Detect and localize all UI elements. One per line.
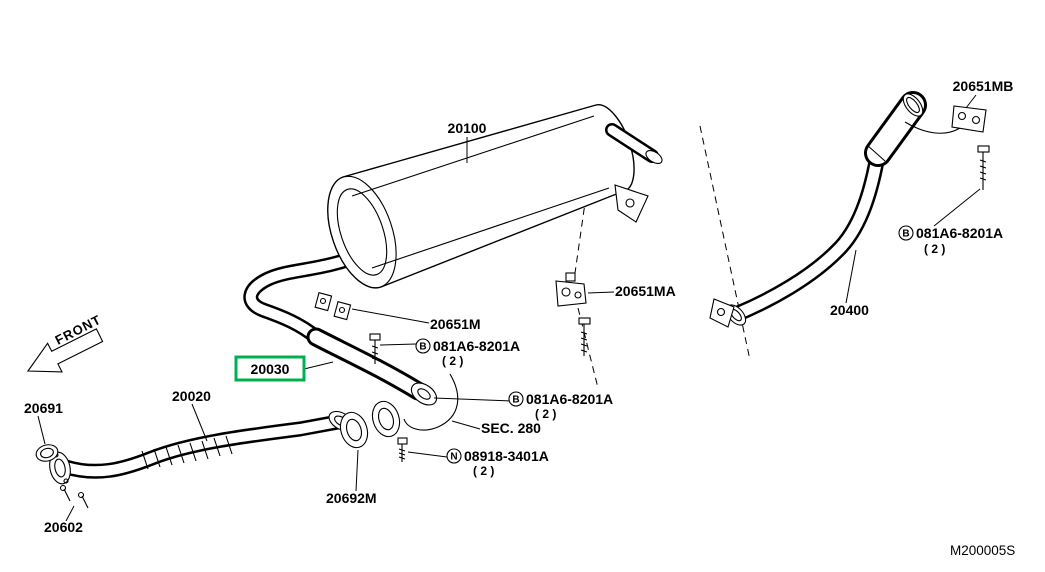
callout-hanger-mb[interactable]: 20651MB bbox=[953, 78, 1014, 94]
diagram-code: M200005S bbox=[950, 543, 1015, 558]
circled-b-icon bbox=[898, 225, 914, 241]
callout-tailpipe[interactable]: 20400 bbox=[830, 302, 869, 318]
dashed-line-right bbox=[699, 125, 751, 361]
bolt-number: 081A6-8201A bbox=[526, 391, 613, 407]
bolt-ma-drawing bbox=[578, 317, 591, 356]
nut-number: 08918-3401A bbox=[464, 448, 549, 464]
callout-front-pipe[interactable]: 20020 bbox=[172, 388, 211, 404]
callout-center-pipe[interactable]: 20030 bbox=[234, 355, 306, 382]
center-pipe-number: 20030 bbox=[251, 361, 290, 377]
hanger-ma-drawing bbox=[555, 272, 587, 307]
inlet-pipe-drawing bbox=[243, 244, 376, 345]
callout-bolt-low[interactable]: B 081A6-8201A ( 2 ) bbox=[508, 391, 613, 421]
tailpipe-drawing bbox=[709, 91, 961, 328]
hanger-m-drawing bbox=[314, 292, 352, 321]
callout-nut[interactable]: N 08918-3401A ( 2 ) bbox=[446, 448, 549, 478]
leader-gasket bbox=[355, 449, 359, 492]
bolt-number: 081A6-8201A bbox=[916, 225, 1003, 241]
leader-stud bbox=[65, 505, 75, 522]
strap-drawing bbox=[403, 373, 459, 431]
front-pipe-drawing bbox=[49, 410, 354, 485]
bolt-qty: ( 2 ) bbox=[442, 354, 463, 368]
callout-stud[interactable]: 20602 bbox=[44, 519, 83, 535]
callout-hanger-m[interactable]: 20651M bbox=[430, 316, 481, 332]
leader-bolt-right bbox=[933, 188, 981, 227]
nut-qty: ( 2 ) bbox=[473, 464, 494, 478]
leader-lines bbox=[37, 94, 981, 522]
leader-hanger-mb bbox=[965, 94, 977, 109]
leader-nut bbox=[407, 451, 448, 458]
bolt-number: 081A6-8201A bbox=[433, 338, 520, 354]
circled-b-icon bbox=[415, 338, 431, 354]
circled-b-letter: B bbox=[902, 229, 909, 240]
gasket-drawing bbox=[339, 400, 401, 449]
leader-ring-gasket bbox=[37, 415, 46, 445]
bolt-qty: ( 2 ) bbox=[924, 242, 945, 256]
callout-ring-gasket[interactable]: 20691 bbox=[24, 400, 63, 416]
outlet-stub-drawing bbox=[605, 123, 663, 223]
circled-n-letter: N bbox=[450, 452, 457, 463]
callout-bolt-mid[interactable]: B 081A6-8201A ( 2 ) bbox=[415, 338, 520, 368]
leader-sec bbox=[451, 420, 481, 430]
leader-tailpipe bbox=[845, 249, 857, 304]
leader-hanger-ma bbox=[587, 291, 615, 294]
highlight-box bbox=[234, 355, 306, 382]
flex-hatch bbox=[141, 435, 233, 470]
leader-hanger-m bbox=[351, 308, 430, 324]
front-flange bbox=[49, 451, 71, 485]
nut-bolt-drawing bbox=[397, 437, 408, 462]
front-arrow: FRONT bbox=[26, 312, 104, 373]
circled-b-letter: B bbox=[419, 342, 426, 353]
bolt-mid-drawing bbox=[369, 333, 381, 364]
bolt-qty: ( 2 ) bbox=[535, 407, 556, 421]
callout-hanger-ma[interactable]: 20651MA bbox=[615, 283, 676, 299]
ring-gasket-drawing bbox=[35, 444, 59, 462]
circled-b-letter: B bbox=[512, 395, 519, 406]
hanger-rod bbox=[904, 121, 961, 134]
callout-gasket[interactable]: 20692M bbox=[326, 490, 377, 506]
callout-section-ref[interactable]: SEC. 280 bbox=[481, 420, 541, 436]
leader-front-pipe bbox=[191, 403, 208, 442]
center-pipe-drawing bbox=[306, 327, 438, 406]
leader-center-pipe bbox=[303, 361, 334, 370]
hanger-mb-drawing bbox=[951, 105, 987, 133]
circled-b-icon bbox=[508, 391, 524, 407]
leader-bolt-low bbox=[433, 397, 513, 402]
stud-drawing bbox=[59, 484, 89, 509]
bolt-mb-drawing bbox=[977, 145, 990, 190]
leader-bolt-mid bbox=[379, 343, 417, 346]
callout-bolt-right[interactable]: B 081A6-8201A ( 2 ) bbox=[898, 225, 1003, 256]
callout-muffler[interactable]: 20100 bbox=[448, 120, 487, 136]
circled-n-icon bbox=[446, 448, 462, 464]
muffler-drawing bbox=[327, 104, 635, 289]
